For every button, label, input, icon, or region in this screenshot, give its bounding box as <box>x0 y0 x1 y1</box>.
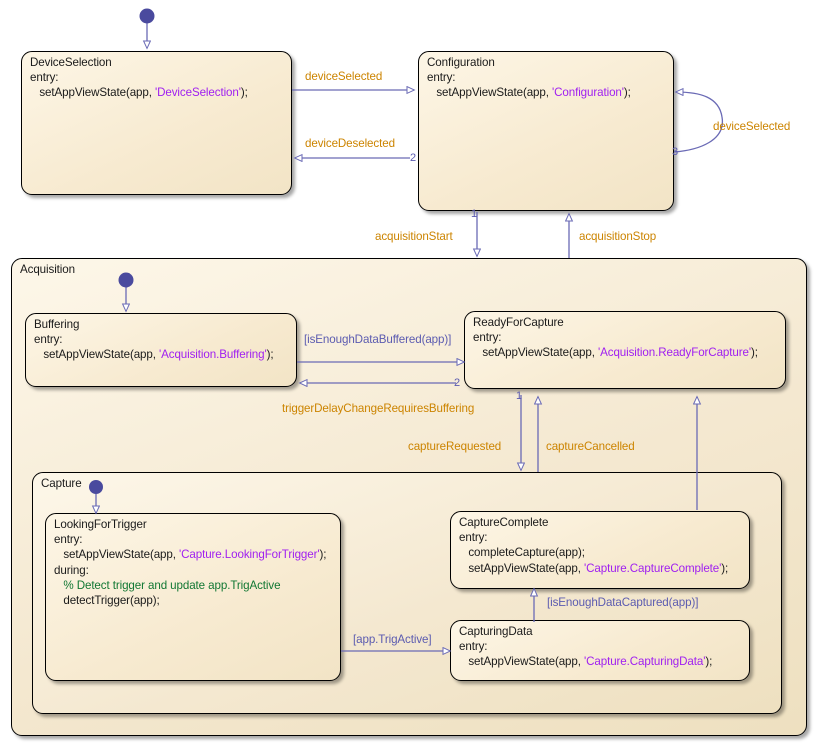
state-capturing-data-action-pre: setAppViewState(app, <box>459 655 584 669</box>
label-acquisition-start: acquisitionStart <box>375 230 453 243</box>
order-label-ready-in: 1 <box>516 390 523 402</box>
state-capture-complete-action1: completeCapture(app); <box>459 546 585 560</box>
default-junction-lookingfortrigger <box>89 480 103 494</box>
order-label-configuration-self: 3 <box>672 146 679 158</box>
state-configuration-action-string: 'Configuration' <box>552 86 624 100</box>
order-label-configuration-in: 1 <box>471 208 478 220</box>
label-acquisition-stop: acquisitionStop <box>579 230 657 243</box>
state-capturing-data-text: CapturingData entry: setAppViewState(app,… <box>459 624 745 670</box>
state-looking-for-trigger-action-post: ); <box>319 548 327 562</box>
label-device-selected: deviceSelected <box>305 70 383 83</box>
state-looking-for-trigger-text: LookingForTrigger entry: setAppViewState(… <box>54 517 336 608</box>
state-capturing-data-entry: entry: <box>459 640 488 654</box>
edge-deviceselected-self <box>673 92 723 153</box>
state-capture-text: Capture <box>41 476 777 491</box>
order-label-ready-buffer: 2 <box>454 377 461 389</box>
state-configuration-entry: entry: <box>427 71 456 85</box>
state-device-selection-action-post: ); <box>240 86 248 100</box>
state-capture-complete-action2-pre: setAppViewState(app, <box>459 561 584 575</box>
state-looking-for-trigger-comment: % Detect trigger and update app.TrigActi… <box>54 578 281 592</box>
state-ready-for-capture-text: ReadyForCapture entry: setAppViewState(ap… <box>473 315 781 361</box>
default-junction-buffering <box>118 272 134 288</box>
state-configuration-action-post: ); <box>623 86 631 100</box>
state-buffering-action-string: 'Acquisition.Buffering' <box>159 348 267 362</box>
state-ready-for-capture[interactable]: ReadyForCapture entry: setAppViewState(ap… <box>464 311 786 389</box>
state-looking-for-trigger-name: LookingForTrigger <box>54 518 147 531</box>
state-buffering-text: Buffering entry: setAppViewState(app, 'Ac… <box>34 317 292 363</box>
state-device-selection-action-pre: setAppViewState(app, <box>30 86 155 100</box>
state-looking-for-trigger-detect: detectTrigger(app); <box>54 594 160 608</box>
state-capturing-data-action-post: ); <box>705 655 713 669</box>
state-configuration[interactable]: Configuration entry: setAppViewState(app,… <box>418 51 674 211</box>
state-capture-complete-action2-string: 'Capture.CaptureComplete' <box>584 561 722 575</box>
state-acquisition-name: Acquisition <box>20 263 75 276</box>
label-is-enough-data-captured: [isEnoughDataCaptured(app)] <box>547 596 699 609</box>
state-device-selection-text: DeviceSelection entry: setAppViewState(ap… <box>30 55 287 101</box>
state-capture-complete-text: CaptureComplete entry: completeCapture(ap… <box>459 515 745 576</box>
state-looking-for-trigger-action-string: 'Capture.LookingForTrigger' <box>179 548 320 562</box>
label-trig-active: [app.TrigActive] <box>353 633 432 646</box>
state-looking-for-trigger-action-pre: setAppViewState(app, <box>54 548 179 562</box>
state-looking-for-trigger[interactable]: LookingForTrigger entry: setAppViewState(… <box>45 513 341 681</box>
state-device-selection-name: DeviceSelection <box>30 56 112 69</box>
state-buffering-action-post: ); <box>266 348 274 362</box>
state-capture-complete-action2-post: ); <box>721 561 729 575</box>
label-is-enough-data-buffered: [isEnoughDataBuffered(app)] <box>304 333 452 346</box>
state-buffering[interactable]: Buffering entry: setAppViewState(app, 'Ac… <box>25 313 297 387</box>
state-ready-for-capture-action-pre: setAppViewState(app, <box>473 346 598 360</box>
label-capture-cancelled: captureCancelled <box>546 440 635 453</box>
state-buffering-action-pre: setAppViewState(app, <box>34 348 159 362</box>
state-buffering-entry: entry: <box>34 333 63 347</box>
label-trigger-delay-change: triggerDelayChangeRequiresBuffering <box>282 402 475 415</box>
state-ready-for-capture-entry: entry: <box>473 331 502 345</box>
state-capturing-data[interactable]: CapturingData entry: setAppViewState(app,… <box>450 620 750 681</box>
state-configuration-name: Configuration <box>427 56 495 69</box>
state-capture-complete-name: CaptureComplete <box>459 516 549 529</box>
order-label-device-deselected: 2 <box>410 152 417 164</box>
state-device-selection-action-string: 'DeviceSelection' <box>155 86 241 100</box>
state-buffering-name: Buffering <box>34 318 80 331</box>
state-configuration-action-pre: setAppViewState(app, <box>427 86 552 100</box>
state-ready-for-capture-name: ReadyForCapture <box>473 316 564 329</box>
state-ready-for-capture-action-post: ); <box>750 346 758 360</box>
state-device-selection[interactable]: DeviceSelection entry: setAppViewState(ap… <box>21 51 292 195</box>
state-capturing-data-name: CapturingData <box>459 625 533 638</box>
state-capture-name: Capture <box>41 477 82 490</box>
state-capture-complete-entry: entry: <box>459 531 488 545</box>
state-configuration-text: Configuration entry: setAppViewState(app,… <box>427 55 669 101</box>
state-device-selection-entry: entry: <box>30 71 59 85</box>
state-looking-for-trigger-entry: entry: <box>54 533 83 547</box>
state-capture-complete[interactable]: CaptureComplete entry: completeCapture(ap… <box>450 511 750 589</box>
label-device-selected-self: deviceSelected <box>713 120 791 133</box>
state-ready-for-capture-action-string: 'Acquisition.ReadyForCapture' <box>598 346 751 360</box>
label-capture-requested: captureRequested <box>408 440 502 453</box>
default-junction-deviceselection <box>139 8 155 24</box>
state-looking-for-trigger-during: during: <box>54 563 89 577</box>
state-capturing-data-action-string: 'Capture.CapturingData' <box>584 655 706 669</box>
label-device-deselected: deviceDeselected <box>305 137 395 150</box>
state-acquisition-text: Acquisition <box>20 262 802 277</box>
